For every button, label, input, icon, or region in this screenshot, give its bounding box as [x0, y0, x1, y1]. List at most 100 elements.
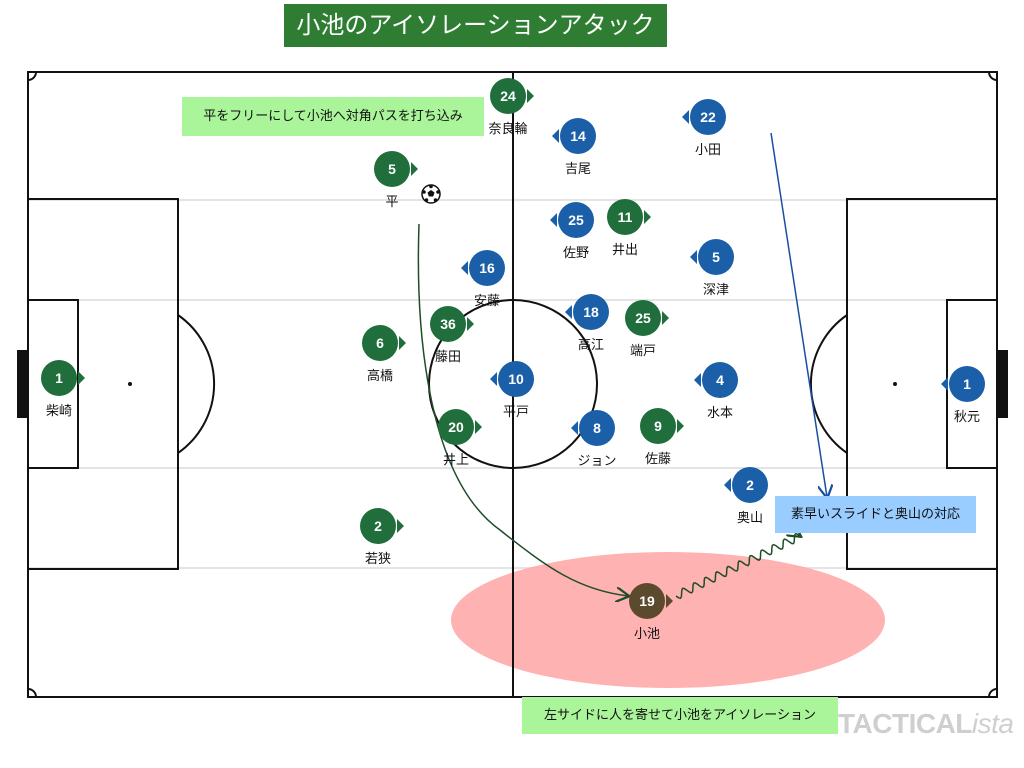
player-name: 安藤	[473, 294, 501, 309]
player-name: 藤田	[434, 350, 462, 365]
direction-arrow-icon	[411, 162, 418, 176]
player-marker: 11	[607, 199, 651, 235]
direction-arrow-icon	[552, 129, 559, 143]
direction-arrow-icon	[399, 336, 406, 350]
player-marker: 9	[640, 408, 684, 444]
player-number: 16	[469, 250, 505, 286]
pass-arrow	[417, 223, 628, 596]
player-number: 25	[625, 300, 661, 336]
direction-arrow-icon	[941, 377, 948, 391]
direction-arrow-icon	[666, 594, 673, 608]
player-name: 若狭	[364, 552, 392, 567]
direction-arrow-icon	[690, 250, 697, 264]
dribble-arrow	[675, 534, 800, 600]
player-marker: 18	[565, 294, 609, 330]
player-name: 端戸	[629, 344, 657, 359]
player-number: 1	[41, 360, 77, 396]
player-number: 2	[360, 508, 396, 544]
direction-arrow-icon	[662, 311, 669, 325]
player-marker: 19	[629, 583, 673, 619]
direction-arrow-icon	[461, 261, 468, 275]
direction-arrow-icon	[397, 519, 404, 533]
player-marker: 4	[694, 362, 738, 398]
player-marker: 20	[438, 409, 482, 445]
player-name: 吉尾	[564, 162, 592, 177]
direction-arrow-icon	[467, 317, 474, 331]
player-marker: 14	[552, 118, 596, 154]
isolation-zone	[451, 552, 885, 688]
direction-arrow-icon	[677, 419, 684, 433]
player-marker: 25	[625, 300, 669, 336]
player-name: 秋元	[953, 410, 981, 425]
player-name: 佐藤	[644, 452, 672, 467]
player-number: 24	[490, 78, 526, 114]
player-name: 井上	[442, 453, 470, 468]
direction-arrow-icon	[694, 373, 701, 387]
penalty-spot-left	[128, 382, 132, 386]
ball-icon	[421, 184, 441, 204]
note-isolation: 左サイドに人を寄せて小池をアイソレーション	[522, 697, 838, 734]
player-marker: 24	[490, 78, 534, 114]
brand-watermark: TACTICALista	[838, 708, 1014, 739]
player-marker: 22	[682, 99, 726, 135]
player-name: 高橋	[366, 369, 394, 384]
goal-right	[997, 350, 1008, 418]
note-slide: 素早いスライドと奥山の対応	[775, 496, 976, 533]
player-number: 11	[607, 199, 643, 235]
player-name: 高江	[577, 338, 605, 353]
direction-arrow-icon	[571, 421, 578, 435]
player-number: 5	[698, 239, 734, 275]
player-number: 14	[560, 118, 596, 154]
direction-arrow-icon	[644, 210, 651, 224]
player-name: 小田	[694, 143, 722, 158]
player-name: 奥山	[736, 511, 764, 526]
player-number: 6	[362, 325, 398, 361]
player-number: 1	[949, 366, 985, 402]
player-marker: 8	[571, 410, 615, 446]
player-marker: 16	[461, 250, 505, 286]
penalty-spot-right	[893, 382, 897, 386]
diagram-title: 小池のアイソレーションアタック	[284, 4, 667, 47]
player-marker: 36	[430, 306, 474, 342]
direction-arrow-icon	[78, 371, 85, 385]
player-number: 5	[374, 151, 410, 187]
player-name: 井出	[611, 243, 639, 258]
player-number: 20	[438, 409, 474, 445]
player-number: 19	[629, 583, 665, 619]
player-number: 8	[579, 410, 615, 446]
slide-arrow	[770, 132, 827, 497]
player-marker: 1	[941, 366, 985, 402]
direction-arrow-icon	[682, 110, 689, 124]
player-number: 36	[430, 306, 466, 342]
player-number: 4	[702, 362, 738, 398]
direction-arrow-icon	[490, 372, 497, 386]
player-name: 佐野	[562, 246, 590, 261]
player-name: 深津	[702, 283, 730, 298]
player-marker: 1	[41, 360, 85, 396]
player-number: 9	[640, 408, 676, 444]
goal-left	[17, 350, 28, 418]
direction-arrow-icon	[527, 89, 534, 103]
player-marker: 2	[724, 467, 768, 503]
player-number: 22	[690, 99, 726, 135]
player-name: ジョン	[577, 454, 617, 469]
direction-arrow-icon	[550, 213, 557, 227]
direction-arrow-icon	[475, 420, 482, 434]
player-name: 平	[385, 195, 399, 210]
direction-arrow-icon	[724, 478, 731, 492]
player-name: 柴崎	[45, 404, 73, 419]
note-pass: 平をフリーにして小池へ対角パスを打ち込み	[182, 97, 484, 136]
player-marker: 5	[374, 151, 418, 187]
player-name: 小池	[633, 627, 661, 642]
player-number: 10	[498, 361, 534, 397]
player-marker: 2	[360, 508, 404, 544]
player-marker: 25	[550, 202, 594, 238]
direction-arrow-icon	[565, 305, 572, 319]
player-name: 奈良輪	[488, 122, 528, 137]
player-number: 2	[732, 467, 768, 503]
player-number: 25	[558, 202, 594, 238]
player-marker: 10	[490, 361, 534, 397]
player-name: 水本	[706, 406, 734, 421]
player-name: 平戸	[502, 405, 530, 420]
player-number: 18	[573, 294, 609, 330]
